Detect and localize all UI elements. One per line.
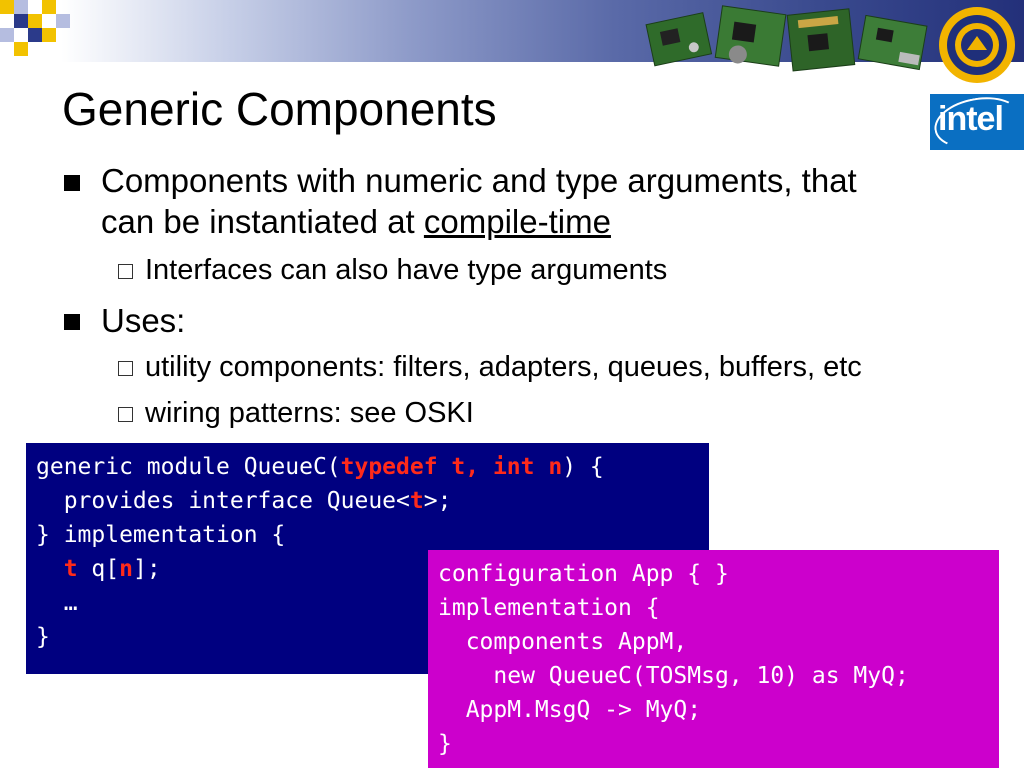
bullet-1-line-1: Components with numeric and type argumen… xyxy=(101,162,857,199)
hollow-square-bullet-icon xyxy=(118,407,133,422)
decorative-squares xyxy=(0,0,90,56)
bullet-square-icon xyxy=(64,314,80,330)
code-line: … xyxy=(36,590,78,616)
code-box-configuration-app: configuration App { } implementation { c… xyxy=(428,550,999,768)
code-line: configuration App { } xyxy=(438,561,729,587)
university-seal-logo xyxy=(939,7,1015,83)
code-line: provides interface Queue<t>; xyxy=(36,488,452,514)
circuit-boards-image xyxy=(645,5,928,72)
subbullet-utility-components: utility components: filters, adapters, q… xyxy=(145,351,862,383)
code-line: AppM.MsgQ -> MyQ; xyxy=(438,697,702,723)
slide-title: Generic Components xyxy=(62,83,497,135)
code-line: } xyxy=(36,624,50,650)
code-line: components AppM, xyxy=(438,629,688,655)
code-line: } implementation { xyxy=(36,522,286,548)
compile-time-term: compile-time xyxy=(423,203,611,240)
hollow-square-bullet-icon xyxy=(118,264,133,279)
subbullet-wiring-patterns: wiring patterns: see OSKI xyxy=(145,397,474,429)
intel-logo-text: intel xyxy=(938,100,1004,138)
code-line: implementation { xyxy=(438,595,660,621)
bullet-1-text: can be instantiated at xyxy=(101,203,424,240)
code-line: new QueueC(TOSMsg, 10) as MyQ; xyxy=(438,663,909,689)
bullet-uses: Uses: xyxy=(101,302,186,339)
subbullet-type-arguments: Interfaces can also have type arguments xyxy=(145,254,668,286)
hollow-square-bullet-icon xyxy=(118,361,133,376)
bullet-1-line-2: can be instantiated at compile-time xyxy=(101,203,611,241)
code-line: t q[n]; xyxy=(63,556,161,582)
intel-logo: intel xyxy=(930,90,1024,156)
code-line: } xyxy=(438,731,452,757)
code-line: generic module QueueC(typedef t, int n) … xyxy=(36,454,604,480)
bullet-square-icon xyxy=(64,175,80,191)
